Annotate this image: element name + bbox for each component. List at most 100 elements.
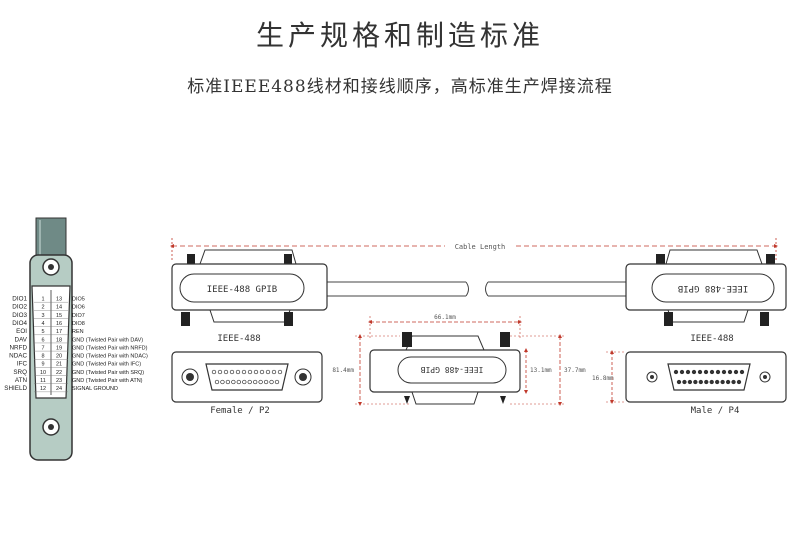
contact-pin	[236, 379, 241, 385]
contact-pin	[247, 379, 252, 385]
pin-number-right: 16	[56, 321, 62, 327]
contact-pin	[231, 379, 236, 385]
screw-bottom-left	[181, 312, 190, 326]
pin-number-right: 21	[56, 362, 62, 368]
pin-number-right: 20	[56, 354, 62, 360]
front-view: 66.1mm IEEE-488 GPIB 81.4mm 13.1mm 37.7m…	[332, 314, 586, 406]
pin-label-right: GND (Twisted Pair with DAV)	[72, 337, 143, 343]
front-plug-text: IEEE-488 GPIB	[421, 365, 484, 374]
screw-hole-bottom	[42, 418, 60, 436]
pin-label-right: GND (Twisted Pair with SRQ)	[72, 370, 144, 376]
contact-pin	[709, 369, 715, 375]
male-screw-right	[759, 371, 771, 383]
contact-pin	[676, 379, 682, 385]
pin-number-left: 8	[41, 354, 44, 360]
contact-pin	[214, 379, 220, 385]
contact-pin	[223, 369, 229, 375]
contact-pin	[217, 369, 223, 375]
contact-pin	[698, 379, 703, 385]
contact-pin	[220, 379, 225, 385]
contact-pin	[725, 379, 731, 385]
pin-label-right: DIO8	[72, 321, 85, 327]
pin-number-left: 9	[41, 362, 44, 368]
screw-bottom-right	[284, 312, 293, 326]
pin-label-left: ATN	[15, 377, 28, 384]
contact-pin	[253, 369, 259, 375]
pin-number-right: 14	[56, 305, 62, 311]
contact-pin	[693, 379, 698, 385]
contact-pin	[265, 369, 271, 375]
contact-pin	[258, 379, 263, 385]
pin-number-left: 10	[40, 370, 46, 376]
screw-top-left	[187, 254, 195, 268]
pin-label-right: DIO7	[72, 313, 85, 319]
contact-pin	[235, 369, 241, 375]
left-plug-caption: IEEE-488	[217, 334, 260, 344]
contact-pin	[727, 369, 733, 375]
contact-pin	[247, 369, 253, 375]
cable-wire	[322, 281, 626, 297]
contact-pin	[715, 369, 721, 375]
contact-pin	[687, 379, 693, 385]
cable-assembly: Cable Length IEEE-488 GPIB IEEE-488	[170, 238, 787, 344]
contact-pin	[259, 369, 265, 375]
contact-pin	[715, 379, 720, 385]
pin-label-right: DIO6	[72, 305, 85, 311]
pin-number-left: 4	[41, 321, 44, 327]
pin-label-left: DIO1	[12, 296, 27, 303]
pin-number-left: 11	[40, 378, 46, 384]
male-face-view: 16.8mm	[592, 350, 787, 404]
pin-label-left: DIO2	[12, 304, 27, 311]
right-plug-text: IEEE-488 GPIB	[678, 283, 748, 293]
height-dimension-right-label: 37.7mm	[564, 367, 586, 374]
pin-label-right: GND (Twisted Pair with NRFD)	[72, 345, 148, 351]
pin-number-right: 13	[56, 297, 62, 303]
pin-label-left: DIO3	[12, 312, 27, 319]
pin-number-right: 24	[56, 386, 62, 392]
pin-label-left: DIO4	[12, 320, 27, 327]
contact-pin	[739, 369, 745, 375]
contact-pin	[731, 379, 736, 385]
contact-pin	[242, 379, 247, 385]
height-dimension-left-label: 81.4mm	[332, 367, 354, 374]
pin-label-left: NDAC	[9, 353, 27, 360]
contact-pin	[229, 369, 235, 375]
left-plug-side-view: IEEE-488 GPIB	[171, 249, 328, 326]
pin-number-left: 5	[41, 329, 44, 335]
pin-label-left: SHIELD	[4, 385, 27, 392]
cable-length-label: Cable Length	[455, 243, 506, 251]
female-face-view	[171, 351, 323, 403]
contact-pin	[274, 379, 280, 385]
male-screw-left	[646, 371, 658, 383]
pin-number-left: 1	[41, 297, 44, 303]
contact-pin	[697, 369, 703, 375]
pin-label-left: SRQ	[13, 369, 27, 376]
female-screw-right	[294, 368, 312, 386]
contact-pin	[736, 379, 742, 385]
pin-label-right: DIO5	[72, 297, 85, 303]
contact-pin	[704, 379, 709, 385]
width-dimension-label: 66.1mm	[434, 314, 456, 321]
contact-pin	[709, 379, 714, 385]
contact-pin	[271, 369, 277, 375]
pin-number-right: 22	[56, 370, 62, 376]
front-screw-top-left	[402, 332, 412, 347]
pin-number-right: 17	[56, 329, 62, 335]
pin-label-left: IFC	[17, 361, 28, 368]
pin-label-right: SIGNAL GROUND	[72, 386, 118, 392]
page-title: 生产规格和制造标准	[255, 19, 544, 52]
contact-pin	[691, 369, 697, 375]
right-plug-side-view: IEEE-488 GPIB	[625, 249, 787, 326]
contact-pin	[682, 379, 687, 385]
pin-number-right: 18	[56, 337, 62, 343]
pin-label-right: GND (Twisted Pair with NDAC)	[72, 354, 148, 360]
page-subtitle: 标准IEEE488线材和接线顺序，高标准生产焊接流程	[187, 77, 613, 97]
male-height-dimension-label: 16.8mm	[592, 375, 614, 382]
pin-number-left: 6	[41, 337, 44, 343]
right-plug-caption: IEEE-488	[690, 334, 733, 344]
pin-label-right: REN	[72, 329, 84, 335]
contact-pin	[685, 369, 691, 375]
pin-number-right: 15	[56, 313, 62, 319]
